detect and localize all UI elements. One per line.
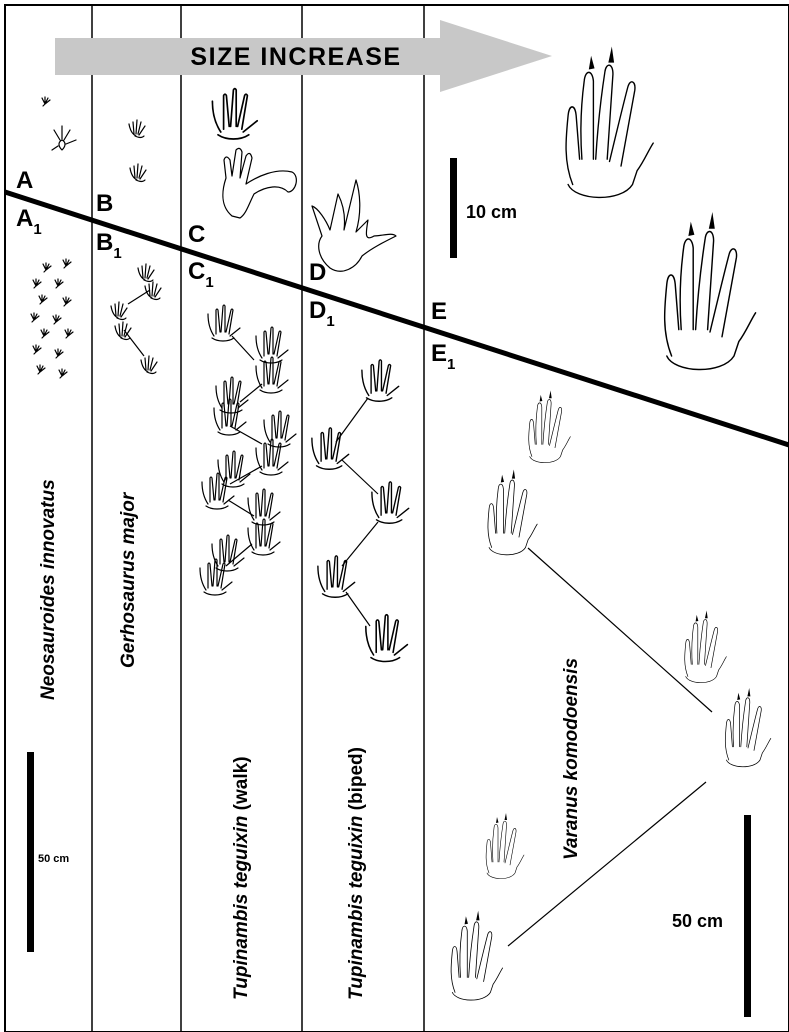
neosauroides-trackway-print [37,365,45,374]
label-b: B [96,190,113,217]
neosauroides-trackway-print [53,315,61,324]
scale-bar-50cm-left-label: 50 cm [38,853,69,865]
tupinambis-walk-trackway [200,305,296,595]
tupinambis-walk-trail-line [240,384,262,402]
scale-bar-50cm-right: 50 cm [672,815,751,1017]
label-c: C [188,221,205,248]
tupinambis-biped-print [312,180,396,271]
neosauroides-trackway-print [31,313,39,322]
size-increase-arrow: SIZE INCREASE [55,20,552,92]
tupinambis-biped-trackway-print [362,360,399,401]
tupinambis-walk-hindprint [223,148,296,218]
neosauroides-trackway-print [33,279,41,288]
tupinambis-walk-trackway-print [216,377,248,413]
neosauroides-trackway-print [65,329,73,338]
label-a: A [16,167,33,194]
varanus-trackway-print [529,391,571,463]
label-b1: B1 [96,229,122,262]
tupinambis-biped-trackway-print [372,482,409,523]
neosauroides-trackway-print [39,295,47,304]
scale-bar-50cm-right-bar [744,815,751,1017]
neosauroides-trackway-print [33,345,41,354]
label-e: E [431,298,447,325]
gerhosaurus-trackway-print [111,302,127,320]
gerhosaurus-print [129,120,145,138]
tupinambis-biped-trail-line [342,522,378,566]
row-labels-top: A B C D E [16,167,447,325]
tupinambis-walk-trackway-print [256,327,288,363]
neosauroides-trackway-print [55,349,63,358]
scale-bar-50cm-right-label: 50 cm [672,911,723,931]
scale-bar-50cm-left: 50 cm [27,752,69,952]
neosauroides-trackway-print [43,263,51,272]
species-tupinambis-biped: Tupinambis teguixin (biped) [346,747,367,1000]
species-labels: Neosauroides innovatus Gerhosaurus major… [38,479,582,1000]
label-d: D [309,259,326,286]
neosauroides-print [42,97,50,106]
tupinambis-biped-single-print [312,180,396,271]
neosauroides-trackway-print [59,369,67,378]
varanus-single-prints [566,47,756,370]
neosauroides-print [52,126,76,150]
species-gerhosaurus: Gerhosaurus major [118,491,139,668]
tupinambis-biped-trail-line [342,460,378,494]
scale-bar-10cm: 10 cm [450,158,517,258]
gerhosaurus-trackway [111,264,161,374]
tupinambis-biped-trackway [312,360,409,662]
varanus-trackway-print [488,470,537,555]
tupinambis-biped-trackway-print [318,556,355,597]
neosauroides-trackway-print [63,259,71,268]
species-neosauroides: Neosauroides innovatus [38,479,59,700]
scale-bar-10cm-bar [450,158,457,258]
tupinambis-biped-trackway-print [366,615,408,662]
tupinambis-walk-trail-line [232,336,254,360]
varanus-trackway-print [486,813,524,879]
tupinambis-walk-print [212,89,257,139]
label-a1: A1 [16,205,42,238]
tupinambis-walk-trackway-print [214,399,246,435]
row-labels-bottom: A1 B1 C1 D1 E1 [16,205,455,373]
varanus-pes-print [665,212,756,370]
tupinambis-biped-trail-line [346,592,370,626]
neosauroides-trackway-print [55,279,63,288]
gerhosaurus-trackway-print [141,356,157,374]
scale-bar-10cm-label: 10 cm [466,202,517,222]
tupinambis-walk-trackway-print [202,473,234,509]
varanus-trackway-print [451,911,503,1000]
neosauroides-trackway-print [41,329,49,338]
column-dividers [92,5,424,1032]
neosauroides-single-prints [42,97,76,150]
scale-bar-50cm-left-bar [27,752,34,952]
diagonal-divider-line [5,192,789,445]
varanus-trail-line [528,548,712,712]
tupinambis-walk-trail-line [230,426,262,444]
gerhosaurus-print [130,164,146,182]
tupinambis-walk-trackway-print [208,305,240,341]
gerhosaurus-single-prints [129,120,146,182]
species-varanus: Varanus komodoensis [561,658,582,860]
varanus-trackway-print [685,611,727,683]
tupinambis-biped-trackway-print [312,428,349,469]
neosauroides-trackway-print [63,297,71,306]
label-c1: C1 [188,258,214,291]
label-d1: D1 [309,297,335,330]
varanus-trackway [451,391,771,1001]
tupinambis-walk-trackway-print [256,439,288,475]
tupinambis-walk-trackway-print [264,411,296,447]
species-tupinambis-walk: Tupinambis teguixin (walk) [231,756,252,1000]
neosauroides-trackway [31,259,73,378]
varanus-trackway-print [725,688,770,767]
varanus-manus-print [566,47,653,198]
gerhosaurus-trackway-print [138,264,154,282]
arrow-label: SIZE INCREASE [190,43,401,71]
gerhosaurus-trackway-print [145,282,161,300]
label-e1: E1 [431,340,455,373]
tupinambis-walk-single-prints [212,89,296,218]
